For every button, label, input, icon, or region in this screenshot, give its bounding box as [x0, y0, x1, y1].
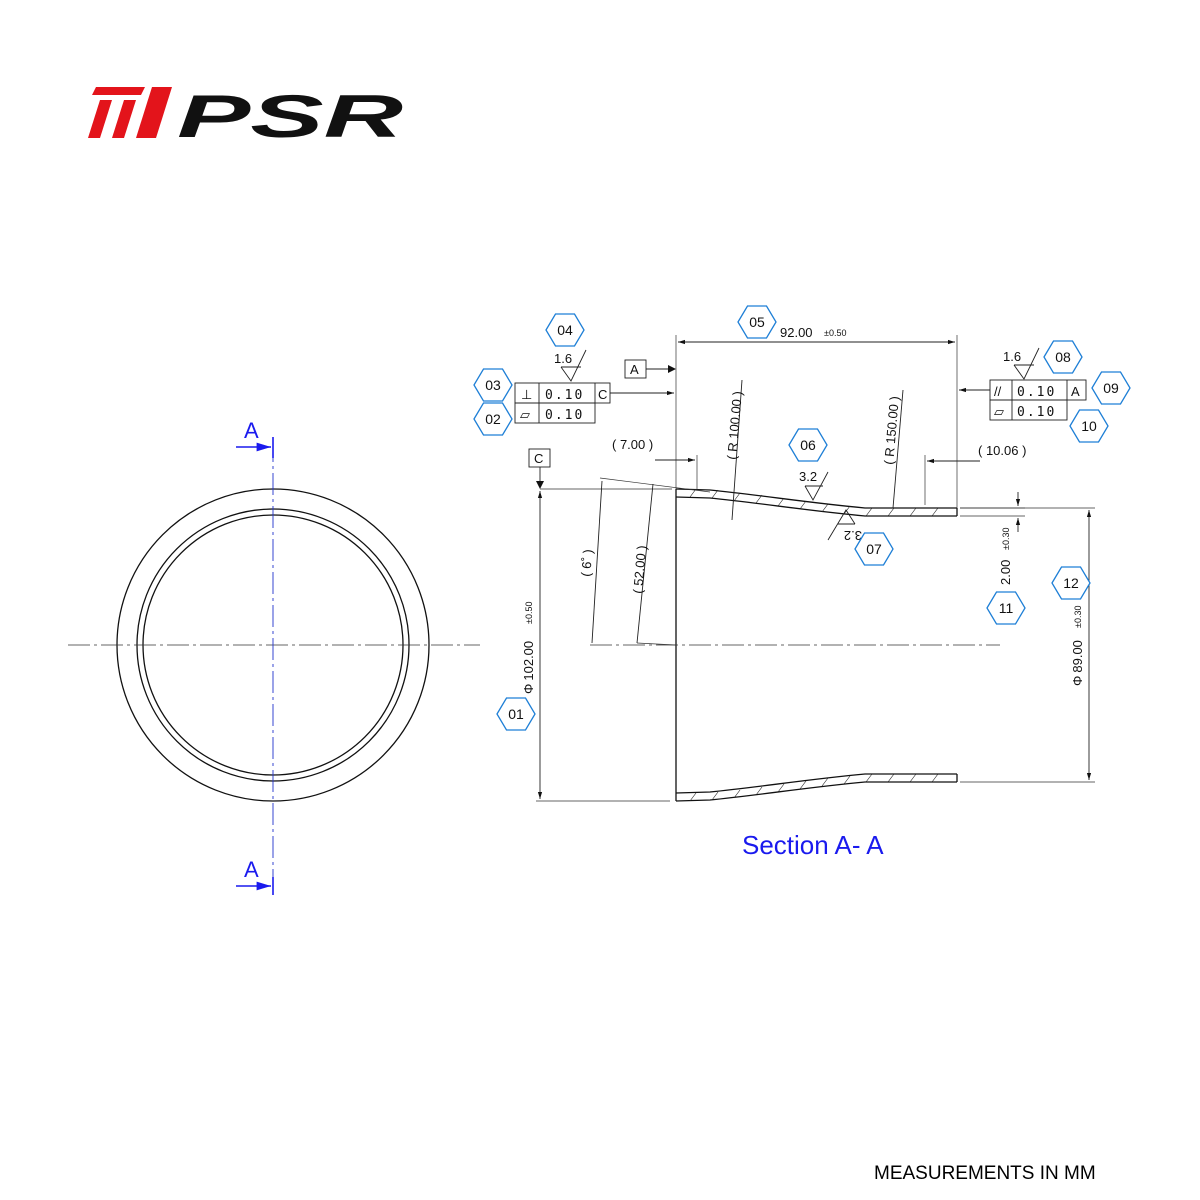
- end-view: A A: [68, 418, 480, 895]
- svg-text:▱: ▱: [994, 404, 1004, 419]
- roughness-outer: 3.2: [799, 469, 829, 501]
- section-mark-bottom: A: [236, 857, 274, 895]
- callout-05: 05: [737, 305, 777, 339]
- svg-text:10: 10: [1081, 418, 1097, 434]
- svg-text:±0.50: ±0.50: [524, 602, 534, 624]
- radius-left-dimension: ( R 100.00 ): [724, 379, 745, 521]
- svg-text:A: A: [244, 857, 259, 882]
- logo-wordmark: PSR: [177, 83, 403, 150]
- svg-text:0.10: 0.10: [545, 408, 584, 423]
- svg-text:A: A: [244, 418, 259, 443]
- callout-12: 12: [1051, 566, 1091, 600]
- offset-right-dimension: ( 10.06 ): [924, 443, 1026, 505]
- datum-a: A: [624, 359, 676, 379]
- callout-03: 03: [473, 368, 513, 402]
- svg-text:A: A: [1071, 384, 1080, 399]
- svg-text:±0.30: ±0.30: [1073, 606, 1083, 628]
- callout-11: 11: [986, 591, 1026, 625]
- callout-02: 02: [473, 402, 513, 436]
- svg-text:07: 07: [866, 541, 882, 557]
- svg-text:04: 04: [557, 322, 573, 338]
- callout-10: 10: [1069, 409, 1109, 443]
- svg-text:( R 150.00 ): ( R 150.00 ): [881, 396, 902, 466]
- hatching-top: [689, 488, 939, 517]
- fcf-left: ⊥ 0.10 C ▱ 0.10: [514, 382, 674, 424]
- svg-text:( R 100.00 ): ( R 100.00 ): [724, 391, 745, 461]
- svg-text:▱: ▱: [520, 407, 530, 422]
- callout-07: 07: [854, 532, 894, 566]
- hatching-bottom: [689, 773, 939, 802]
- bottom-wall-inner: [675, 773, 957, 794]
- svg-text:0.10: 0.10: [1017, 385, 1056, 400]
- top-wall-outer: [675, 488, 957, 509]
- svg-text:C: C: [534, 451, 543, 466]
- callout-08: 08: [1043, 340, 1083, 374]
- svg-text:09: 09: [1103, 380, 1119, 396]
- svg-text:06: 06: [800, 437, 816, 453]
- svg-text:⊥: ⊥: [521, 387, 532, 402]
- svg-text://: //: [994, 384, 1002, 399]
- svg-text:1.6: 1.6: [1003, 349, 1021, 364]
- taper-length-dimension: ( 52.00 ): [630, 483, 677, 646]
- svg-text:( 6˚ ): ( 6˚ ): [578, 549, 595, 578]
- offset-left-dimension: ( 7.00 ): [612, 437, 698, 490]
- svg-text:92.00: 92.00: [780, 325, 813, 340]
- svg-text:11: 11: [999, 600, 1014, 616]
- svg-text:C: C: [598, 387, 607, 402]
- svg-text:2.00: 2.00: [998, 560, 1013, 585]
- callout-04: 04: [545, 313, 585, 347]
- svg-text:±0.50: ±0.50: [824, 328, 846, 338]
- svg-text:08: 08: [1055, 349, 1071, 365]
- radius-right-dimension: ( R 150.00 ): [881, 389, 904, 509]
- svg-text:12: 12: [1063, 575, 1079, 591]
- measurements-note: MEASUREMENTS IN MM: [874, 1163, 1096, 1184]
- svg-text:1.6: 1.6: [554, 351, 572, 366]
- wall-dimension: 2.00 ±0.30: [960, 492, 1025, 585]
- psr-logo: PSR: [88, 83, 403, 150]
- logo-mark-icon: [88, 87, 172, 138]
- svg-text:0.10: 0.10: [1017, 405, 1056, 420]
- inner-diameter-dimension: Φ89.00 ±0.30: [960, 507, 1095, 783]
- bottom-wall-outer: [675, 781, 957, 802]
- roughness-inner: 3.2: [827, 509, 862, 543]
- taper-angle-dimension: ( 6˚ ): [578, 477, 711, 644]
- callout-01: 01: [496, 697, 536, 731]
- svg-text:3.2: 3.2: [799, 469, 817, 484]
- svg-text:05: 05: [749, 314, 765, 330]
- outer-diameter-dimension: Φ102.00 ±0.50: [521, 491, 670, 802]
- svg-text:Φ89.00: Φ89.00: [1070, 640, 1085, 686]
- top-wall-inner: [675, 496, 957, 517]
- svg-text:A: A: [630, 362, 639, 377]
- svg-text:3.2: 3.2: [844, 528, 862, 543]
- roughness-left: 1.6: [554, 349, 587, 382]
- length-dimension: 92.00 ±0.50: [675, 325, 958, 508]
- svg-text:±0.30: ±0.30: [1001, 528, 1011, 550]
- section-mark-top: A: [236, 418, 274, 458]
- callout-09: 09: [1091, 371, 1131, 405]
- section-title: Section A- A: [742, 830, 884, 860]
- svg-text:( 7.00 ): ( 7.00 ): [612, 437, 653, 452]
- svg-text:02: 02: [485, 411, 501, 427]
- svg-text:( 52.00 ): ( 52.00 ): [630, 545, 649, 595]
- svg-text:01: 01: [508, 706, 524, 722]
- svg-text:03: 03: [485, 377, 501, 393]
- section-view: 92.00 ±0.50 A ⊥ 0.10 C ▱ 0.10 1.6: [514, 325, 1095, 802]
- fcf-right: // 0.10 A ▱ 0.10: [959, 379, 1087, 421]
- svg-text:0.10: 0.10: [545, 388, 584, 403]
- svg-text:Φ102.00: Φ102.00: [521, 641, 536, 694]
- roughness-right: 1.6: [1003, 347, 1040, 380]
- svg-text:( 10.06 ): ( 10.06 ): [978, 443, 1026, 458]
- datum-c: C: [528, 448, 672, 490]
- callout-06: 06: [788, 428, 828, 462]
